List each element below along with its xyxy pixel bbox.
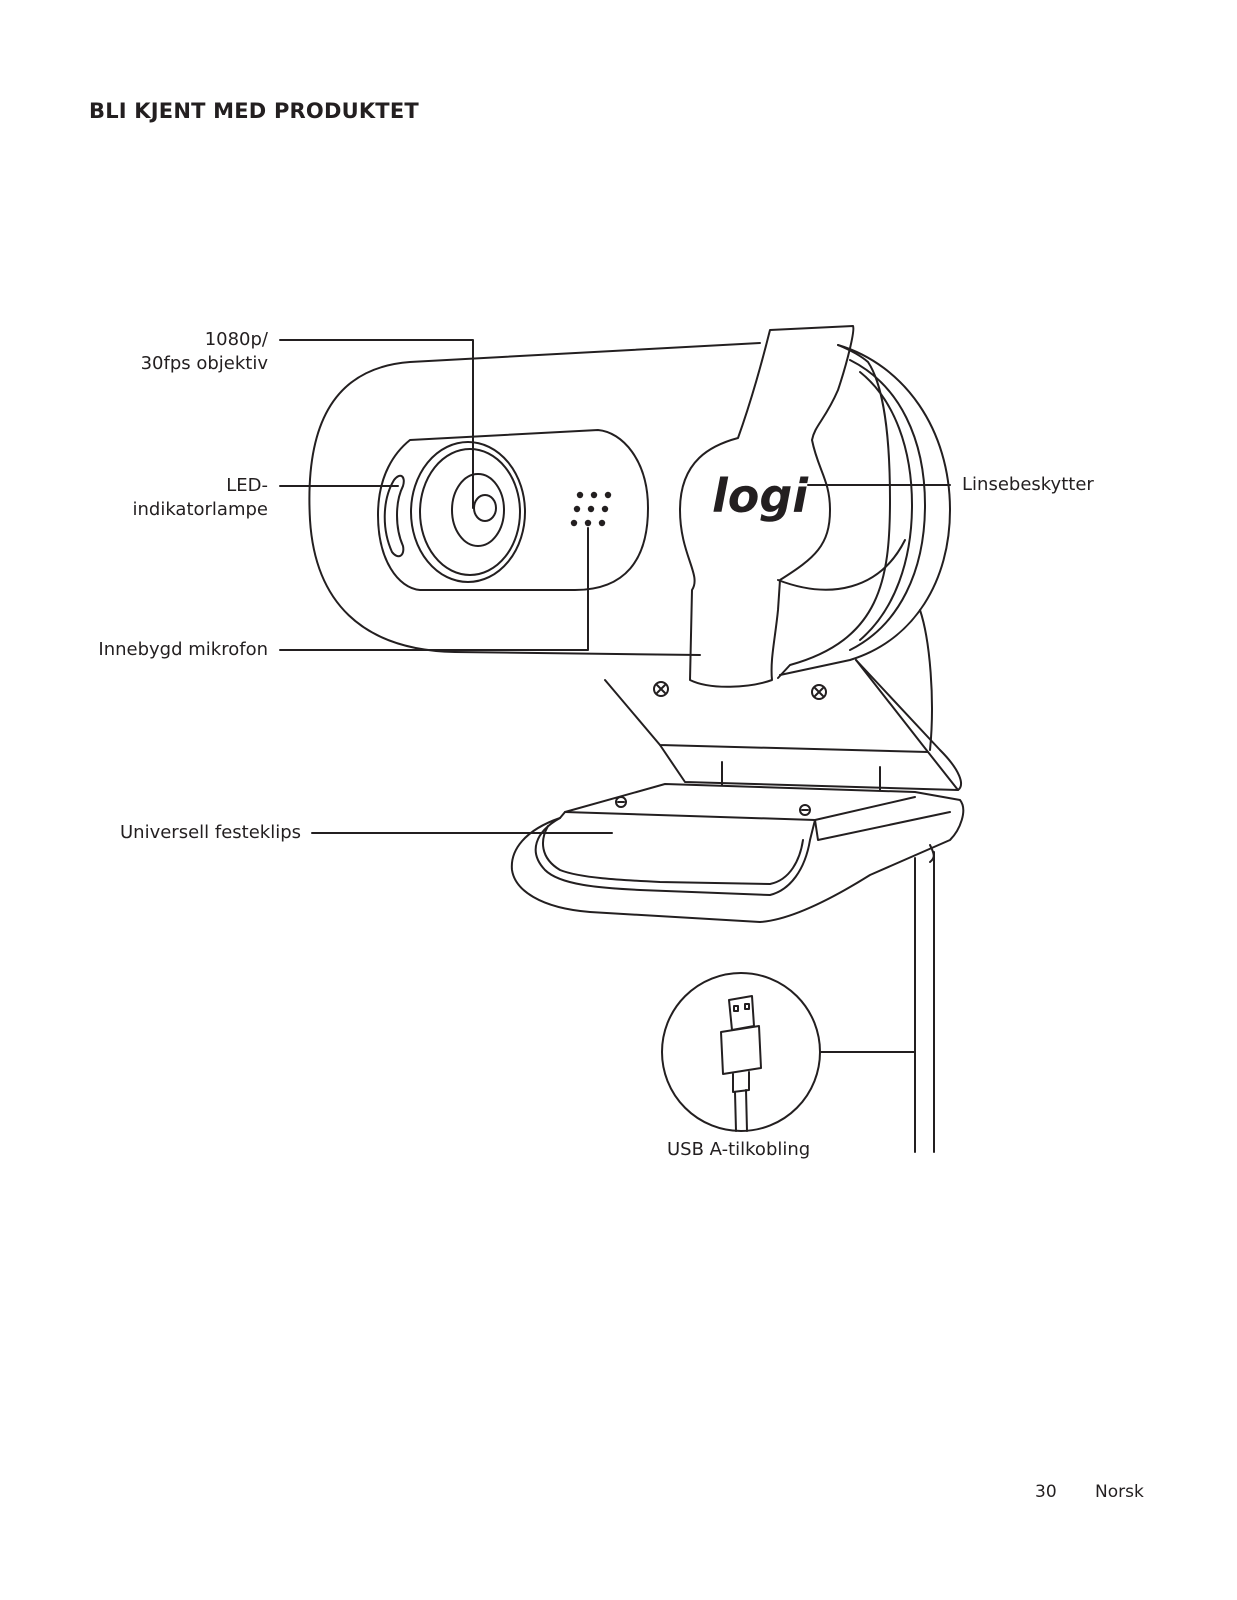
usb-magnifier-circle <box>661 972 821 1132</box>
usb-cable <box>914 851 935 1153</box>
usb-plug-icon <box>720 995 762 1132</box>
leader-lens <box>279 339 474 509</box>
universal-clip <box>510 783 965 923</box>
logi-logo: logi <box>712 469 809 523</box>
page-title: BLI KJENT MED PRODUKTET <box>89 99 419 123</box>
callout-microphone: Innebygd mikrofon <box>98 639 268 660</box>
hinge-plate <box>604 659 929 753</box>
callout-lens-line2: 30fps objektiv <box>140 353 268 374</box>
camera-body <box>308 342 761 656</box>
callout-led: LED- indikatorlampe <box>132 474 268 522</box>
privacy-shutter <box>679 325 855 688</box>
callout-lens: 1080p/ 30fps objektiv <box>141 328 268 376</box>
callout-led-line2: indikatorlampe <box>132 499 268 520</box>
callout-clip: Universell festeklips <box>120 822 302 843</box>
microphone-grille <box>570 491 612 527</box>
page-number: 30 <box>1035 1482 1057 1502</box>
callout-led-line1: LED- <box>226 475 268 496</box>
callout-usb: USB A-tilkobling <box>667 1139 811 1160</box>
callout-lens-line1: 1080p/ <box>204 329 268 350</box>
camera-body-rear <box>779 344 951 676</box>
leader-microphone <box>279 527 589 651</box>
lens <box>410 441 526 583</box>
led-indicator <box>383 474 405 558</box>
callout-privacy-shutter: Linsebeskytter <box>962 474 1094 495</box>
front-panel <box>377 429 649 591</box>
language-label: Norsk <box>1095 1482 1144 1502</box>
